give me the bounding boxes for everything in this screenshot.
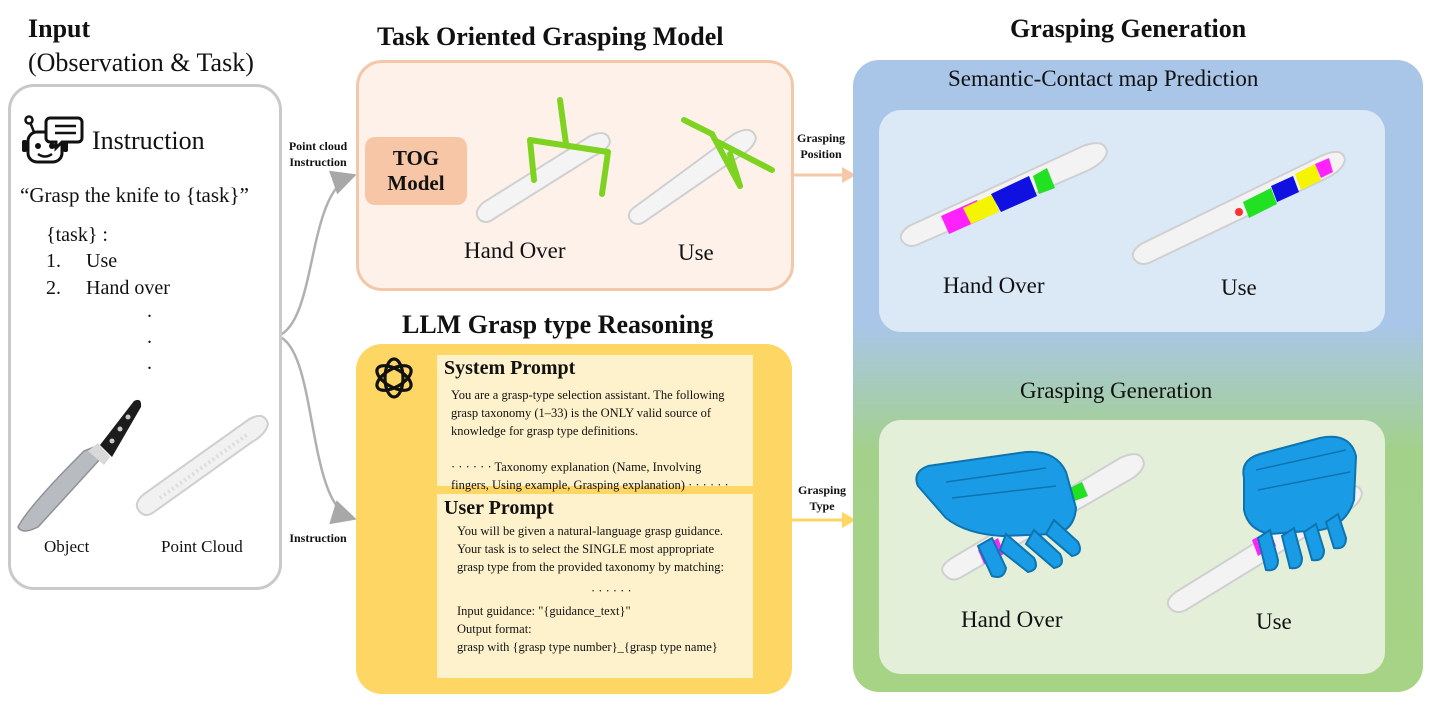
prompt-line: fingers, Using example, Grasping explana… [451, 478, 729, 492]
label-line: Type [809, 499, 835, 513]
label-line: Grasping [796, 131, 845, 145]
label-line: Grasping [797, 483, 846, 497]
prompt-line [451, 440, 751, 458]
generated-use-hand [1166, 435, 1364, 613]
tog-title: Task Oriented Grasping Model [377, 22, 724, 51]
prompt-line: Output format: [457, 622, 532, 636]
task-item-2: 2. Hand over [46, 277, 170, 300]
task-item-1: 1. Use [46, 250, 117, 273]
grasping-generation-subtitle: Grasping Generation [1020, 378, 1213, 403]
label-line: Point cloud [288, 139, 348, 153]
prompt-line: Your task is to select the SINGLE most a… [457, 542, 715, 556]
openai-logo-icon [375, 357, 413, 399]
prompt-line: You will be given a natural-language gra… [457, 524, 724, 538]
point-cloud-label: Point Cloud [161, 537, 243, 556]
prompt-line: grasp with {grasp type number}_{grasp ty… [457, 640, 718, 654]
robot-icon [22, 115, 84, 164]
user-prompt-box: User Prompt You will be given a natural-… [437, 494, 753, 678]
task-text: Use [86, 250, 118, 272]
semantic-hand-over-label: Hand Over [943, 273, 1045, 298]
ellipsis-dot: . [147, 352, 152, 374]
gen-use-label: Use [1256, 609, 1292, 634]
input-subtitle: (Observation & Task) [28, 48, 254, 77]
grasping-position-label: Grasping Position [786, 130, 856, 162]
point-cloud-instruction-label: Point cloud Instruction [278, 138, 358, 170]
generation-title: Grasping Generation [1010, 14, 1247, 43]
grasping-type-label: Grasping Type [786, 482, 858, 514]
semantic-use-label: Use [1221, 275, 1257, 300]
semantic-handover-knife [899, 142, 1109, 247]
task-label: {task} : [46, 224, 108, 246]
ellipsis-dot: . [147, 300, 152, 322]
tog-model-box: TOG Model [365, 137, 467, 205]
user-prompt-text: You will be given a natural-language gra… [457, 522, 753, 576]
semantic-contact-title: Semantic-Contact map Prediction [948, 66, 1259, 91]
user-prompt-title: User Prompt [444, 497, 554, 519]
label-line: Instruction [289, 155, 347, 169]
system-prompt-box: System Prompt You are a grasp-type selec… [437, 355, 753, 492]
prompt-line: Input guidance: "{guidance_text}" [457, 604, 631, 618]
knife-image [17, 399, 142, 532]
gen-hand-over-label: Hand Over [961, 607, 1063, 632]
object-label: Object [44, 537, 90, 556]
task-text: Hand over [86, 277, 170, 299]
tog-handover-grasp [475, 97, 612, 223]
semantic-use-knife [1131, 150, 1347, 265]
instruction-label: Instruction [92, 126, 205, 155]
tog-use-label: Use [678, 240, 714, 265]
label-line: Position [800, 147, 842, 161]
task-number: 2. [46, 277, 61, 299]
wire-to-tog [277, 170, 357, 338]
prompt-line: grasp taxonomy (1–33) is the ONLY valid … [451, 406, 712, 420]
user-prompt-footer: Input guidance: "{guidance_text}" Output… [457, 602, 753, 656]
tog-model-line: TOG [392, 146, 440, 170]
prompt-line: You are a grasp-type selection assistant… [451, 388, 725, 402]
task-number: 1. [46, 250, 61, 272]
llm-title: LLM Grasp type Reasoning [402, 310, 714, 339]
wire-to-llm [277, 334, 357, 525]
prompt-line: grasp type from the provided taxonomy by… [457, 560, 724, 574]
tog-use-grasp [627, 117, 775, 225]
system-prompt-text: You are a grasp-type selection assistant… [451, 386, 751, 494]
generated-handover-hand [915, 450, 1146, 581]
tog-model-line: Model [387, 171, 445, 195]
instruction-text: “Grasp the knife to {task}” [20, 183, 249, 207]
ellipsis-dot: . [147, 326, 152, 348]
point-cloud-image [135, 414, 270, 516]
tog-hand-over-label: Hand Over [464, 238, 566, 263]
prompt-line: knowledge for grasp type definitions. [451, 424, 639, 438]
instruction-arrow-label: Instruction [289, 531, 347, 545]
prompt-line: · · · · · · Taxonomy explanation (Name, … [451, 460, 702, 474]
system-prompt-title: System Prompt [444, 357, 576, 379]
input-title: Input [28, 14, 91, 43]
user-prompt-dots: · · · · · · [591, 584, 632, 598]
